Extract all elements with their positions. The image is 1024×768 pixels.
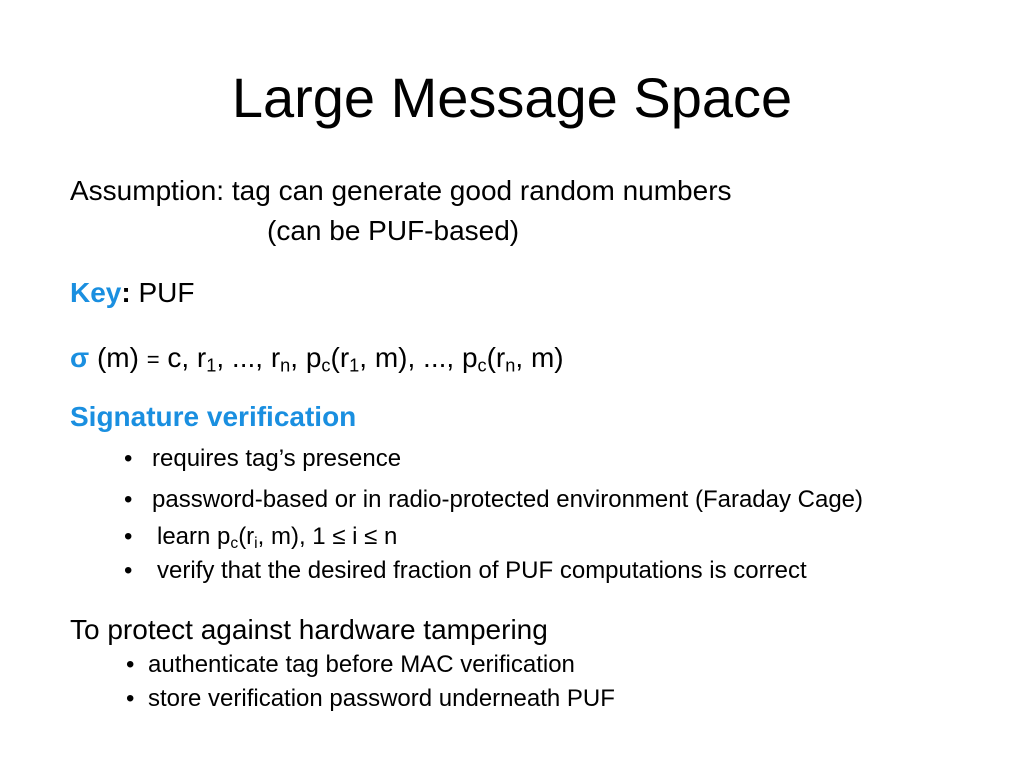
assumption-line-1: Assumption: tag can generate good random… — [70, 174, 732, 208]
tamper-item-2: • store verification password underneath … — [126, 684, 615, 714]
sub-c2: c — [477, 355, 487, 376]
bullet-icon: • — [124, 523, 133, 550]
bullet-icon: • — [124, 445, 133, 472]
sigma-symbol: σ — [70, 342, 90, 373]
sigma-t5: , m), ..., p — [359, 342, 478, 373]
verification-item-3: • learn pc(ri, m), 1 ≤ i ≤ n — [124, 522, 397, 552]
sigma-t4: (r — [330, 342, 350, 373]
sigma-t3: , p — [290, 342, 322, 373]
tamper-item-1-text: authenticate tag before MAC verification — [148, 651, 575, 678]
key-label: Key — [70, 277, 122, 308]
verification-item-4-text: verify that the desired fraction of PUF … — [157, 557, 807, 584]
sub-1: 1 — [206, 355, 217, 376]
assumption-line-2: (can be PUF-based) — [267, 215, 520, 246]
bullet-icon: • — [126, 685, 135, 712]
learn-sub-c: c — [230, 534, 239, 552]
sub-1b: 1 — [349, 355, 360, 376]
tamper-item-2-text: store verification password underneath P… — [148, 685, 615, 712]
verification-item-1: • requires tag’s presence — [124, 444, 401, 474]
slide-title: Large Message Space — [231, 66, 793, 129]
verification-item-2-text: password-based or in radio-protected env… — [152, 486, 864, 513]
assumption-label: Assumption: — [70, 175, 225, 206]
key-colon: : — [121, 277, 131, 308]
sigma-m: (m) — [96, 342, 139, 373]
tamper-item-1: • authenticate tag before MAC verificatio… — [126, 650, 575, 680]
bullet-icon: • — [124, 557, 133, 584]
key-value: PUF — [138, 277, 195, 308]
assumption-text-1: tag can generate good random numbers — [231, 175, 732, 206]
learn-text-b: (r — [238, 523, 255, 550]
sigma-formula: σ (m) = c, r1, ..., rn, pc(r1, m), ..., … — [70, 341, 564, 377]
bullet-icon: • — [124, 486, 133, 513]
sigma-eq: = — [146, 347, 160, 372]
learn-text-a: learn p — [157, 523, 231, 550]
sub-c1: c — [321, 355, 331, 376]
sigma-t6: (r — [486, 342, 506, 373]
sub-n: n — [280, 355, 291, 376]
key-line: Key: PUF — [70, 276, 194, 310]
learn-sub-i: i — [254, 534, 258, 552]
verification-item-1-text: requires tag’s presence — [152, 445, 402, 472]
learn-text-c: , m), 1 ≤ i ≤ n — [257, 523, 398, 550]
sigma-t2: , ..., r — [216, 342, 281, 373]
verification-heading: Signature verification — [70, 401, 357, 432]
verification-item-2: • password-based or in radio-protected en… — [124, 485, 863, 515]
verification-item-4: • verify that the desired fraction of PUF… — [124, 556, 807, 586]
bullet-icon: • — [126, 651, 135, 678]
sigma-c: c, r — [167, 342, 207, 373]
sub-nb: n — [505, 355, 516, 376]
sigma-t7: , m) — [515, 342, 564, 373]
tamper-heading: To protect against hardware tampering — [70, 614, 548, 645]
